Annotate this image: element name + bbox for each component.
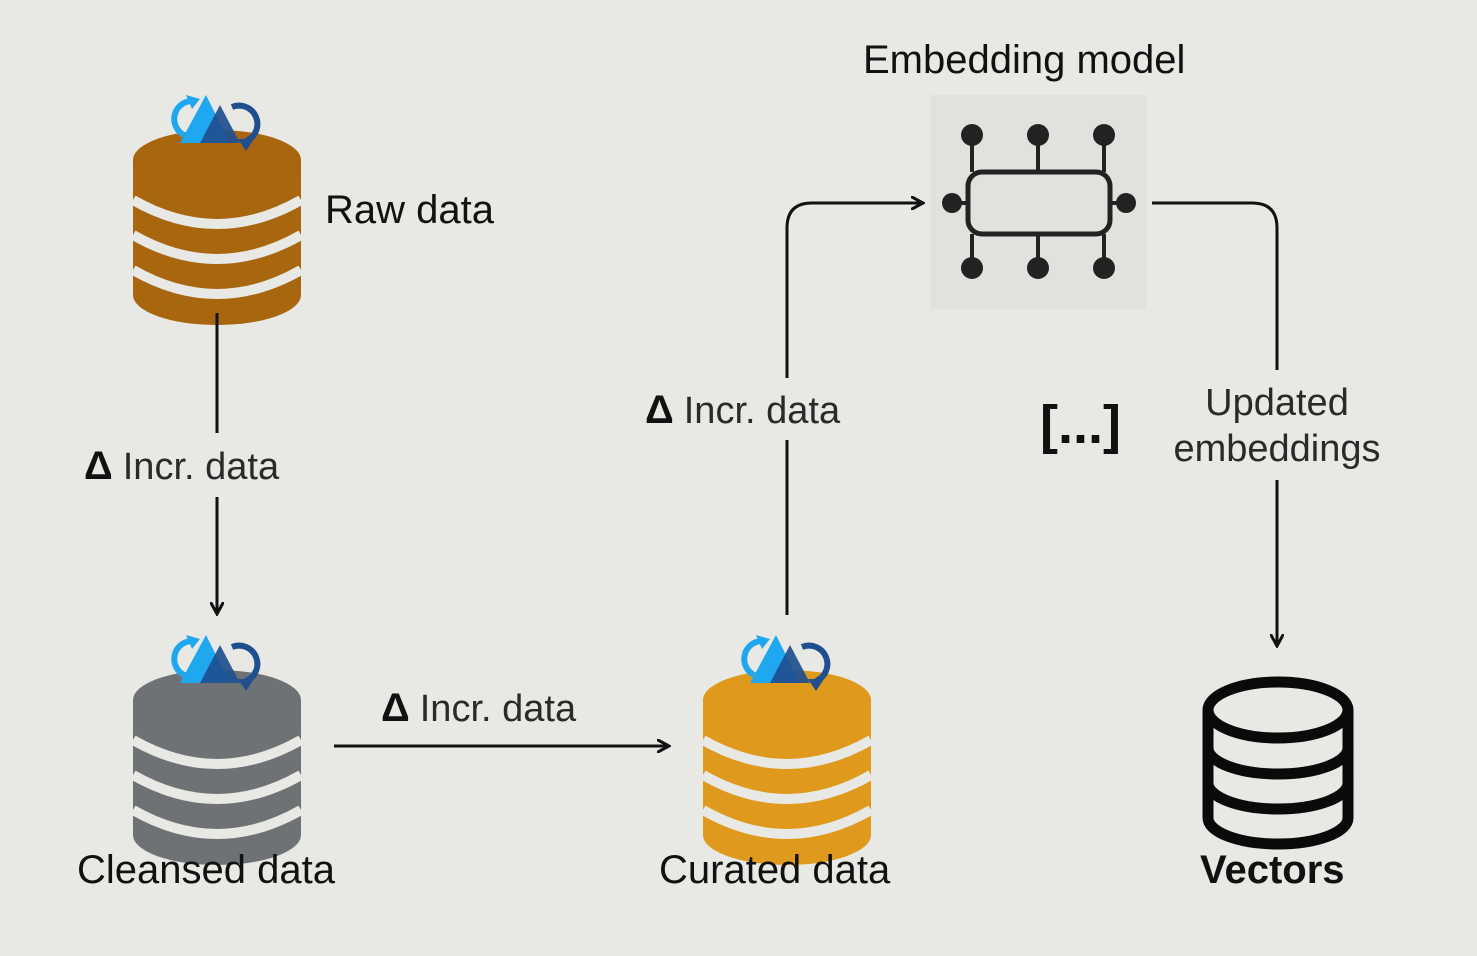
- embedding-model-label: Embedding model: [863, 38, 1186, 82]
- delta-symbol: Δ: [381, 686, 410, 730]
- connector-curated-to-model: [785, 203, 922, 378]
- ellipsis-bracket-icon: [...]: [1040, 395, 1121, 455]
- edge-label-text: Incr. data: [683, 390, 841, 432]
- delta-sync-icon: [744, 635, 827, 691]
- edge-label-line1: Updated: [1205, 382, 1349, 424]
- curated-data-database-icon: [700, 670, 874, 865]
- curated-data-label: Curated data: [659, 848, 891, 892]
- edge-label-model-to-vectors: Updated embeddings: [1152, 380, 1402, 472]
- cleansed-data-label: Cleansed data: [77, 848, 335, 892]
- embedding-model-icon: [930, 95, 1146, 309]
- delta-symbol: Δ: [84, 444, 113, 488]
- vectors-database-icon: [1202, 676, 1354, 850]
- vectors-label: Vectors: [1200, 848, 1345, 892]
- edge-label-text: Incr. data: [419, 688, 577, 730]
- delta-sync-icon: [174, 95, 257, 151]
- edge-label-line2: embeddings: [1173, 428, 1381, 470]
- delta-symbol: Δ: [645, 388, 674, 432]
- edge-label-text: Incr. data: [122, 446, 280, 488]
- delta-sync-icon: [174, 635, 257, 691]
- connector-model-out: [1152, 201, 1279, 370]
- raw-data-label: Raw data: [325, 188, 494, 232]
- cleansed-data-database-icon: [130, 670, 304, 865]
- raw-data-database-icon: [130, 130, 304, 325]
